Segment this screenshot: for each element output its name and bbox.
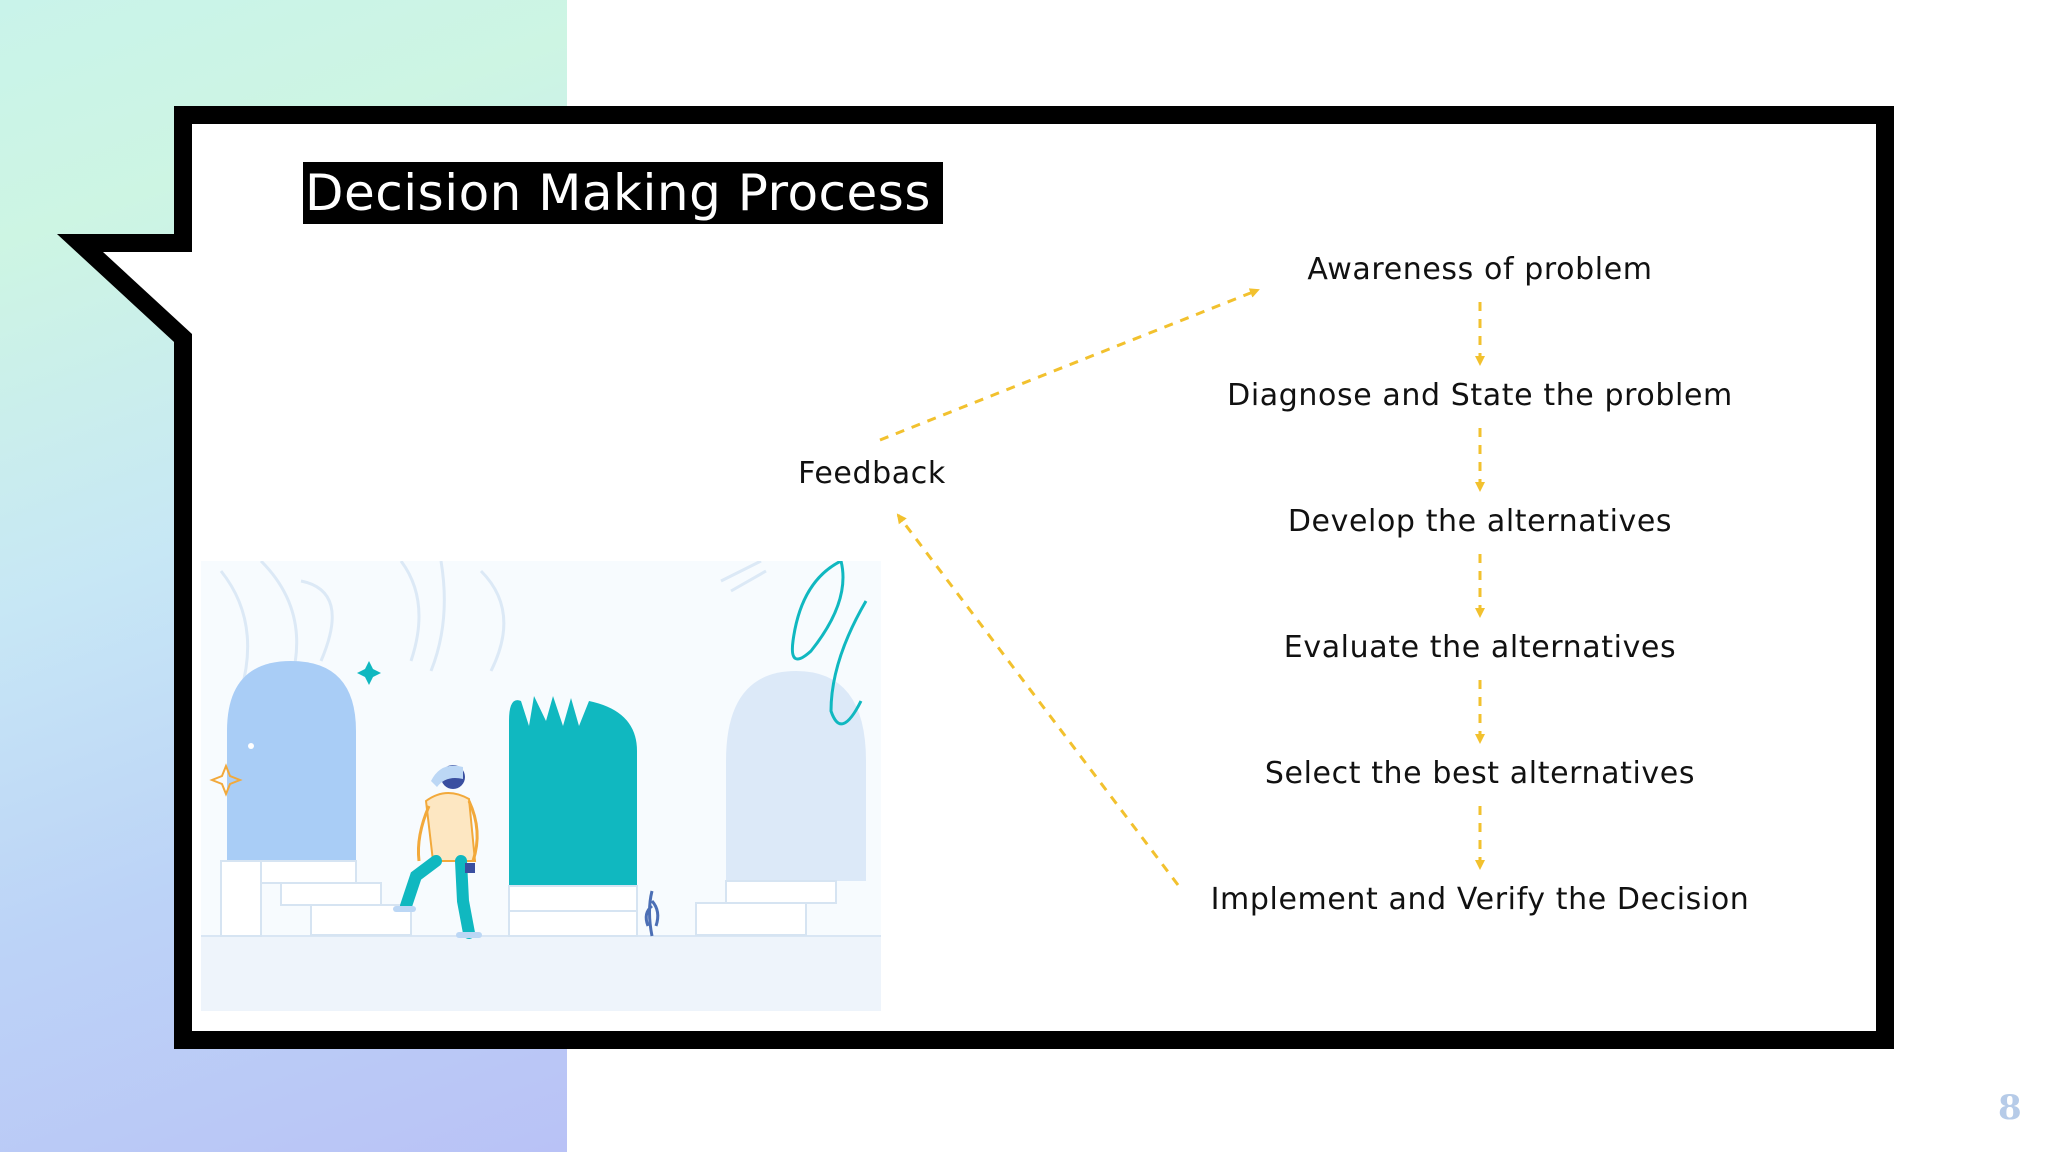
feedback-to-awareness-arrow bbox=[879, 288, 1260, 442]
process-step-5: Select the best alternatives bbox=[1264, 756, 1696, 791]
process-step-3: Develop the alternatives bbox=[1287, 504, 1673, 539]
person-climbing-stairs-illustration bbox=[201, 561, 881, 1011]
slide-title: Decision Making Process bbox=[303, 162, 943, 224]
page-number: 8 bbox=[1998, 1088, 2022, 1128]
process-step-4: Evaluate the alternatives bbox=[1283, 630, 1677, 665]
process-step-1: Awareness of problem bbox=[1307, 252, 1653, 287]
implement-to-feedback-arrow bbox=[896, 513, 1180, 886]
feedback-label: Feedback bbox=[798, 456, 946, 491]
process-step-2: Diagnose and State the problem bbox=[1227, 378, 1733, 413]
process-step-6: Implement and Verify the Decision bbox=[1210, 882, 1750, 917]
